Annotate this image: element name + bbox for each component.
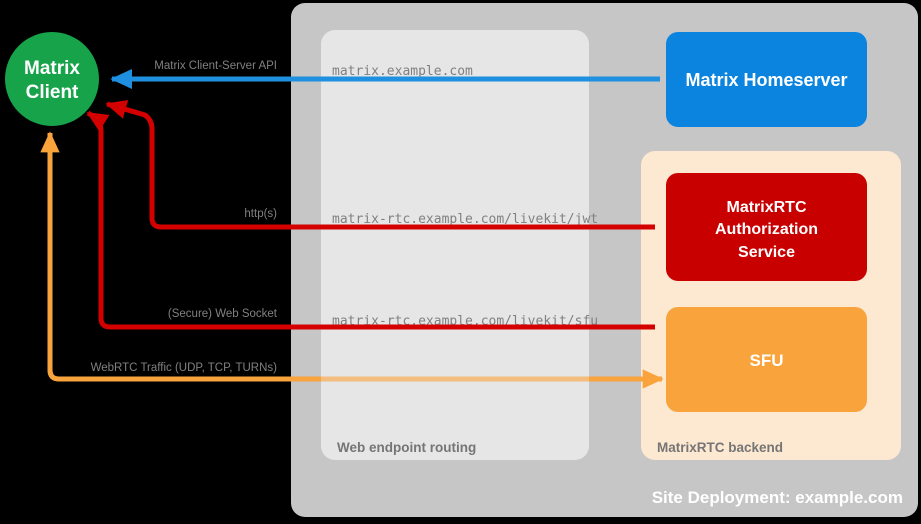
node-sfu[interactable]: SFU — [666, 307, 867, 412]
site-deployment-label: Site Deployment: example.com — [652, 488, 903, 507]
auth-service-label-line-3: Service — [738, 244, 795, 261]
matrix-client-label-line-2: Client — [26, 82, 79, 103]
sfu-box[interactable] — [666, 307, 867, 412]
matrixrtc-backend-label: MatrixRTC backend — [657, 440, 783, 455]
matrix-homeserver-label: Matrix Homeserver — [685, 70, 847, 90]
web-endpoint-routing-panel: Web endpoint routing — [321, 30, 589, 460]
edge-websocket[interactable]: (Secure) Web Socket — [86, 110, 655, 330]
auth-service-label-line-2: Authorization — [715, 221, 818, 238]
edge-https[interactable]: http(s) — [105, 100, 655, 230]
matrix-client-circle[interactable] — [5, 32, 99, 126]
matrix-client-label-line-1: Matrix — [24, 58, 80, 79]
edge-matrix-client-server-api[interactable]: Matrix Client-Server API — [110, 60, 660, 90]
edge-webrtc-label: WebRTC Traffic (UDP, TCP, TURNs) — [91, 362, 278, 374]
edge-websocket-label: (Secure) Web Socket — [168, 308, 278, 320]
endpoint-livekit-jwt-label: matrix-rtc.example.com/livekit/jwt — [332, 212, 598, 227]
web-endpoint-routing-rect — [321, 30, 589, 460]
edge-matrix-client-server-api-label: Matrix Client-Server API — [154, 60, 277, 72]
endpoint-matrix-label: matrix.example.com — [332, 64, 473, 79]
edge-https-label: http(s) — [244, 208, 277, 220]
node-matrix-client[interactable]: Matrix Client — [5, 32, 99, 126]
matrixrtc-authorization-service-box[interactable] — [666, 173, 867, 281]
node-matrixrtc-authorization-service[interactable]: MatrixRTC Authorization Service — [666, 173, 867, 281]
auth-service-label-line-1: MatrixRTC — [726, 199, 806, 216]
matrix-homeserver-box[interactable] — [666, 32, 867, 127]
web-endpoint-routing-label: Web endpoint routing — [337, 440, 476, 455]
sfu-label: SFU — [750, 351, 784, 370]
node-matrix-homeserver[interactable]: Matrix Homeserver — [666, 32, 867, 127]
edge-webrtc-visible[interactable]: WebRTC Traffic (UDP, TCP, TURNs) — [40, 131, 664, 389]
